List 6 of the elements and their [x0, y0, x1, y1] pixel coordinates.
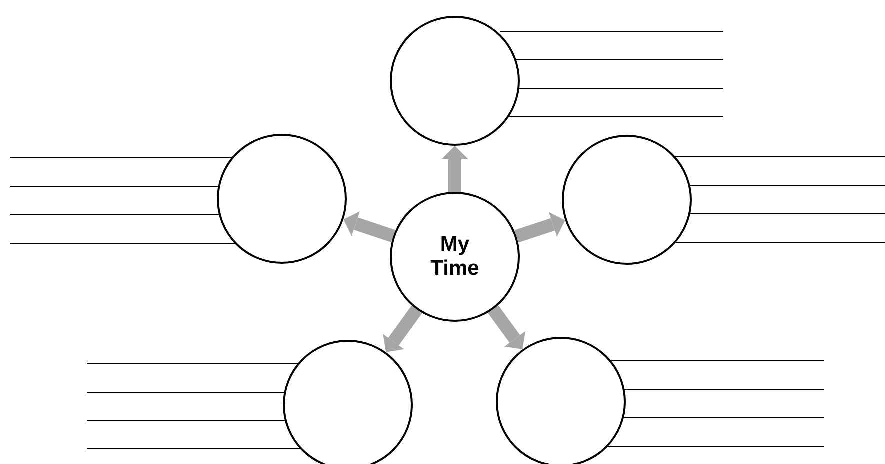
arrow — [383, 306, 422, 352]
arrow — [344, 211, 396, 242]
arrow — [442, 146, 468, 192]
arrow — [514, 212, 566, 243]
arrow — [488, 306, 526, 350]
circle-label: My Time — [430, 233, 480, 281]
